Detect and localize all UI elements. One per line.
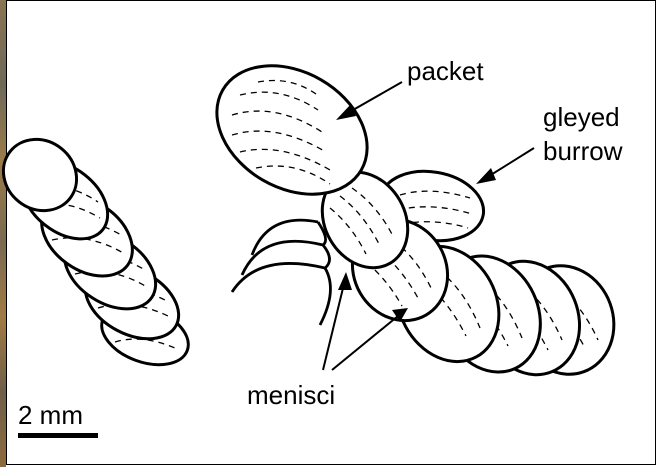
scale-bar: 2 mm <box>18 400 98 438</box>
menisci-arrow-right <box>332 308 408 370</box>
scale-bar-line <box>18 433 98 438</box>
gleyed-arrow <box>476 148 534 184</box>
packet-label: packet <box>407 56 484 86</box>
scale-bar-label: 2 mm <box>18 400 83 430</box>
gleyed-label-line1: gleyed <box>543 102 620 132</box>
left-burrow <box>0 125 197 376</box>
menisci-label: menisci <box>247 380 335 410</box>
menisci-arcs <box>232 220 330 325</box>
gleyed-label-line2: burrow <box>543 136 623 166</box>
menisci-arrow-left <box>323 272 352 370</box>
